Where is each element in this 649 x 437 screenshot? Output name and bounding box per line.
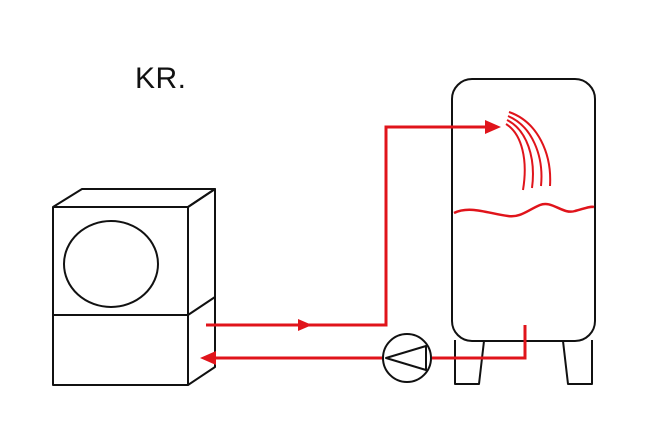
supply-arrow-mid [298, 319, 312, 331]
heat-pump-front [52, 206, 189, 386]
return-arrow-end [200, 351, 216, 365]
pump-body [382, 333, 432, 383]
fan-icon [63, 220, 159, 308]
heat-pump-icon [52, 188, 216, 386]
tank-leg-right [580, 340, 593, 385]
tank-leg-left [454, 340, 467, 385]
tank-leg-right-inner [562, 340, 580, 385]
heat-pump-side-divider [187, 296, 216, 316]
return-line [214, 325, 527, 360]
supply-line [206, 125, 490, 327]
supply-arrow-end [485, 120, 501, 134]
water-surface [453, 202, 595, 218]
tank-leg-left-inner [467, 340, 485, 385]
pump-icon [382, 333, 432, 383]
heat-pump-side [187, 188, 216, 386]
heat-plume-icon [505, 111, 552, 191]
diagram-label: KR. [135, 62, 187, 95]
pump-triangle [385, 345, 427, 371]
